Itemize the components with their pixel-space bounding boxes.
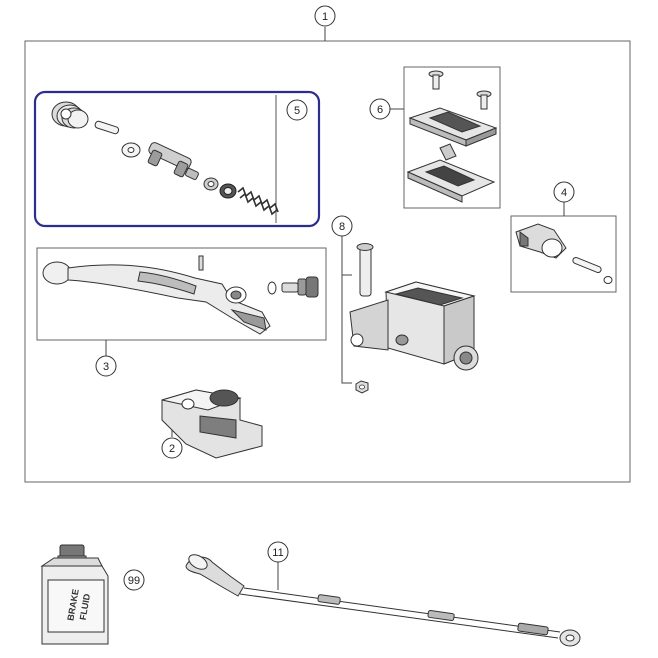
callout-1-label: 1: [322, 11, 328, 23]
callout-4-label: 4: [561, 187, 567, 199]
callout-5[interactable]: 5: [286, 99, 308, 121]
callout-4[interactable]: 4: [553, 181, 575, 203]
callout-11[interactable]: 11: [267, 541, 289, 563]
oring-part[interactable]: [267, 281, 277, 295]
callout-2-label: 2: [169, 443, 175, 455]
lever-pin-part[interactable]: [198, 255, 204, 271]
washer-part[interactable]: [121, 142, 141, 158]
subassembly-6-frame: [403, 66, 501, 209]
clamp-bolt-part[interactable]: [572, 257, 602, 274]
master-cylinder-body-part[interactable]: [349, 243, 479, 371]
lid-screw-right-part[interactable]: [476, 90, 492, 110]
callout-1[interactable]: 1: [314, 5, 336, 27]
callout-6-label: 6: [377, 104, 383, 116]
reservoir-cover-part[interactable]: [408, 107, 498, 147]
callout-3-label: 3: [103, 361, 109, 373]
subassembly-3-frame: [36, 247, 327, 341]
clamp-washer-part[interactable]: [603, 276, 613, 284]
bottle-label-line2: FLUID: [78, 592, 93, 620]
callout-8[interactable]: 8: [331, 215, 353, 237]
brake-lever-part[interactable]: [42, 261, 271, 335]
callout-99-label: 99: [128, 575, 140, 587]
brake-hose-part[interactable]: [185, 552, 581, 647]
reservoir-diaphragm-part[interactable]: [406, 143, 496, 203]
piston-part[interactable]: [147, 141, 200, 181]
pushrod-pin-part[interactable]: [94, 120, 120, 135]
subassembly-5-frame[interactable]: [33, 90, 321, 228]
callout-6[interactable]: 6: [369, 98, 391, 120]
seal-ring-part[interactable]: [203, 177, 219, 191]
callout-8-label: 8: [339, 221, 345, 233]
callout-8-bracket: [341, 274, 352, 384]
adjuster-screw-part[interactable]: [281, 276, 319, 298]
lever-bracket-part[interactable]: [161, 389, 263, 459]
return-spring-part[interactable]: [237, 186, 279, 216]
mounting-nut-part[interactable]: [355, 380, 369, 394]
handlebar-clamp-part[interactable]: [515, 223, 567, 259]
brake-fluid-bottle-part[interactable]: [40, 544, 109, 645]
callout-2[interactable]: 2: [161, 437, 183, 459]
callout-3[interactable]: 3: [95, 355, 117, 377]
assembly-frame: [24, 40, 631, 483]
subassembly-4-frame: [510, 215, 617, 293]
callout-5-label: 5: [294, 105, 300, 117]
lid-screw-left-part[interactable]: [428, 70, 444, 90]
callout-11-label: 11: [272, 547, 283, 559]
cup-seal-part[interactable]: [219, 183, 237, 199]
callout-99[interactable]: 99: [123, 569, 145, 591]
rubber-boot-part[interactable]: [51, 101, 89, 129]
